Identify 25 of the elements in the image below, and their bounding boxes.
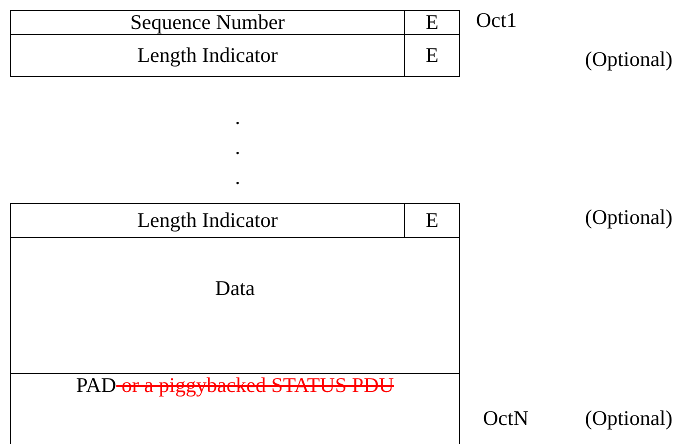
note: (Optional): [585, 207, 672, 228]
struck-text: or a piggybacked STATUS PDU: [120, 373, 394, 397]
ellipsis-dot: .: [235, 107, 240, 128]
field-name: Length Indicator: [137, 44, 278, 68]
field-name: Sequence Number: [130, 10, 285, 34]
field-name: E: [426, 10, 438, 34]
table-cell: [10, 34, 405, 77]
field-name: PAD: [76, 373, 116, 397]
table-cell: [10, 10, 405, 35]
table-cell: [404, 10, 460, 35]
table-cell: [10, 203, 405, 238]
table-cell: [404, 203, 460, 238]
field-name: E: [426, 44, 438, 68]
note: (Optional): [585, 49, 672, 70]
ellipsis-dot: .: [235, 137, 240, 158]
ellipsis-dot: .: [235, 167, 240, 188]
table-cell: [404, 34, 460, 77]
field-name: Length Indicator: [137, 208, 278, 232]
octet-label: OctN: [483, 408, 528, 429]
field-name: E: [426, 208, 438, 232]
table-cell: [10, 237, 460, 374]
field-name: Data: [215, 277, 255, 300]
note: (Optional): [585, 408, 672, 429]
table-cell: [10, 373, 460, 444]
octet-label: Oct1: [476, 10, 517, 31]
